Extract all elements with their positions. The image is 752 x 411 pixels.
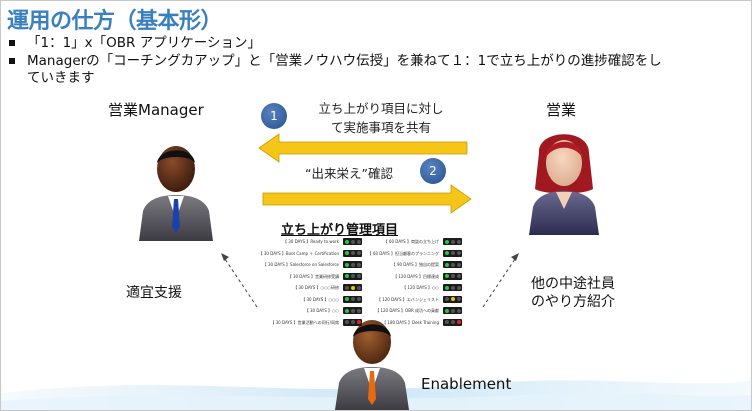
- dashed-arrow-left: [220, 252, 258, 308]
- checklist-row: 【 30 DAYS 】○○○研修: [201, 283, 381, 295]
- checklist-title: 立ち上がり管理項目: [281, 223, 399, 238]
- checklist-item-label: 【 30 DAYS 】Ready to work: [283, 239, 339, 244]
- checklist-item-label: 【 120 DAYS 】○○: [402, 285, 439, 290]
- manager-label: 営業Manager: [108, 101, 204, 119]
- traffic-light-icon: [343, 318, 362, 326]
- dashed-arrow-right: [482, 252, 520, 308]
- traffic-light-icon: [443, 318, 462, 326]
- traffic-light-icon: [343, 272, 362, 280]
- checklist-row: 【 120 DAYS 】○○: [301, 283, 481, 295]
- checklist-row: 【 120 DAYS 】エバンジェリスト: [301, 295, 481, 307]
- checklist-row: 【 30 DAYS 】○○: [201, 306, 381, 318]
- checklist-left-column: 【 30 DAYS 】Ready to work 【 30 DAYS 】Boot …: [201, 237, 381, 329]
- checklist-item-label: 【 30 DAYS 】Salesforce on Salesforce: [262, 262, 339, 267]
- bullet-text: 「1：1」x「OBR アプリケーション」: [27, 35, 261, 51]
- checklist-right-column: 【 60 DAYS 】商談の立ち上げ【 60 DAYS 】担当顧客のプランニング…: [301, 237, 481, 329]
- checklist-row: 【 120 DAYS 】OBR 成功への貢献: [301, 306, 481, 318]
- checklist-item-label: 【 180 DAYS 】Desk Training: [382, 319, 439, 325]
- traffic-light-icon: [443, 261, 462, 268]
- step-1-badge: 1: [261, 103, 287, 129]
- traffic-light-icon: [343, 249, 362, 257]
- traffic-light-icon: [343, 307, 362, 314]
- arrow-left-step1: [258, 133, 468, 163]
- checklist-item-label: 【 120 DAYS 】目標達成: [393, 273, 439, 279]
- sales-label: 営業: [546, 101, 577, 119]
- checklist-item-label: 【 30 DAYS 】○○: [304, 308, 339, 313]
- checklist-item-label: 【 60 DAYS 】担当顧客のプランニング: [367, 250, 439, 256]
- support-right-text: 他の中途社員 のやり方紹介: [531, 275, 615, 311]
- step-2-badge: 2: [420, 158, 446, 184]
- traffic-light-icon: [343, 284, 362, 291]
- sales-person-icon: [529, 134, 599, 235]
- checklist-row: 【 180 DAYS 】Desk Training: [301, 318, 481, 330]
- traffic-light-icon: [443, 284, 462, 291]
- checklist-row: 【 90 DAYS 】独自の提案: [301, 260, 481, 272]
- traffic-light-icon: [443, 272, 462, 280]
- traffic-light-icon: [443, 295, 462, 303]
- step-1-text: 立ち上がり項目に対し て実施事項を共有: [301, 98, 461, 136]
- checklist-item-label: 【 30 DAYS 】○○○: [301, 296, 339, 302]
- bullet-text: Managerの「コーチングカアップ」と「営業ノウハウ伝授」を兼ねて１：1で立ち…: [27, 53, 662, 69]
- step-1-text-line2: て実施事項を共有: [330, 120, 431, 135]
- traffic-light-icon: [443, 249, 462, 257]
- enablement-label: Enablement: [421, 375, 512, 393]
- checklist-item-label: 【 30 DAYS 】Boot Camp ＋ Certification: [258, 250, 339, 256]
- checklist-item-label: 【 90 DAYS 】独自の提案: [391, 262, 439, 267]
- checklist-item-label: 【 30 DAYS 】営業研修受講: [287, 273, 339, 279]
- checklist-row: 【 30 DAYS 】営業活動への同行/同席: [201, 318, 381, 330]
- checklist-row: 【 30 DAYS 】営業研修受講: [201, 272, 381, 284]
- traffic-light-icon: [443, 307, 462, 314]
- checklist-row: 【 30 DAYS 】Salesforce on Salesforce: [201, 260, 381, 272]
- arrow-right-step2: [262, 184, 472, 214]
- checklist-item-label: 【 60 DAYS 】商談の立ち上げ: [383, 239, 439, 244]
- traffic-light-icon: [343, 295, 362, 303]
- step-2-text: “出来栄え”確認: [305, 166, 393, 181]
- manager-person-icon: [139, 146, 213, 241]
- checklist-item-label: 【 30 DAYS 】営業活動への同行/同席: [270, 319, 339, 325]
- checklist-row: 【 60 DAYS 】担当顧客のプランニング: [301, 249, 481, 261]
- checklist-row: 【 60 DAYS 】商談の立ち上げ: [301, 237, 481, 249]
- checklist-item-label: 【 30 DAYS 】○○○研修: [293, 285, 339, 290]
- page-title: 運用の仕方（基本形）: [7, 9, 223, 34]
- enablement-person-icon: [335, 320, 409, 410]
- checklist-row: 【 30 DAYS 】Boot Camp ＋ Certification: [201, 249, 381, 261]
- checklist-item-label: 【 120 DAYS 】エバンジェリスト: [376, 296, 439, 302]
- bullet-text: ていきます: [27, 70, 95, 86]
- traffic-light-icon: [443, 238, 462, 245]
- support-right-line2: のやり方紹介: [531, 294, 615, 310]
- traffic-light-icon: [343, 261, 362, 268]
- support-right-line1: 他の中途社員: [531, 276, 615, 292]
- checklist-row: 【 30 DAYS 】Ready to work: [201, 237, 381, 249]
- checklist-item-label: 【 120 DAYS 】OBR 成功への貢献: [375, 308, 439, 313]
- checklist-row: 【 120 DAYS 】目標達成: [301, 272, 481, 284]
- traffic-light-icon: [343, 238, 362, 245]
- checklist-row: 【 30 DAYS 】○○○: [201, 295, 381, 307]
- support-left-text: 適宜支援: [126, 285, 182, 301]
- step-1-text-line1: 立ち上がり項目に対し: [318, 101, 444, 116]
